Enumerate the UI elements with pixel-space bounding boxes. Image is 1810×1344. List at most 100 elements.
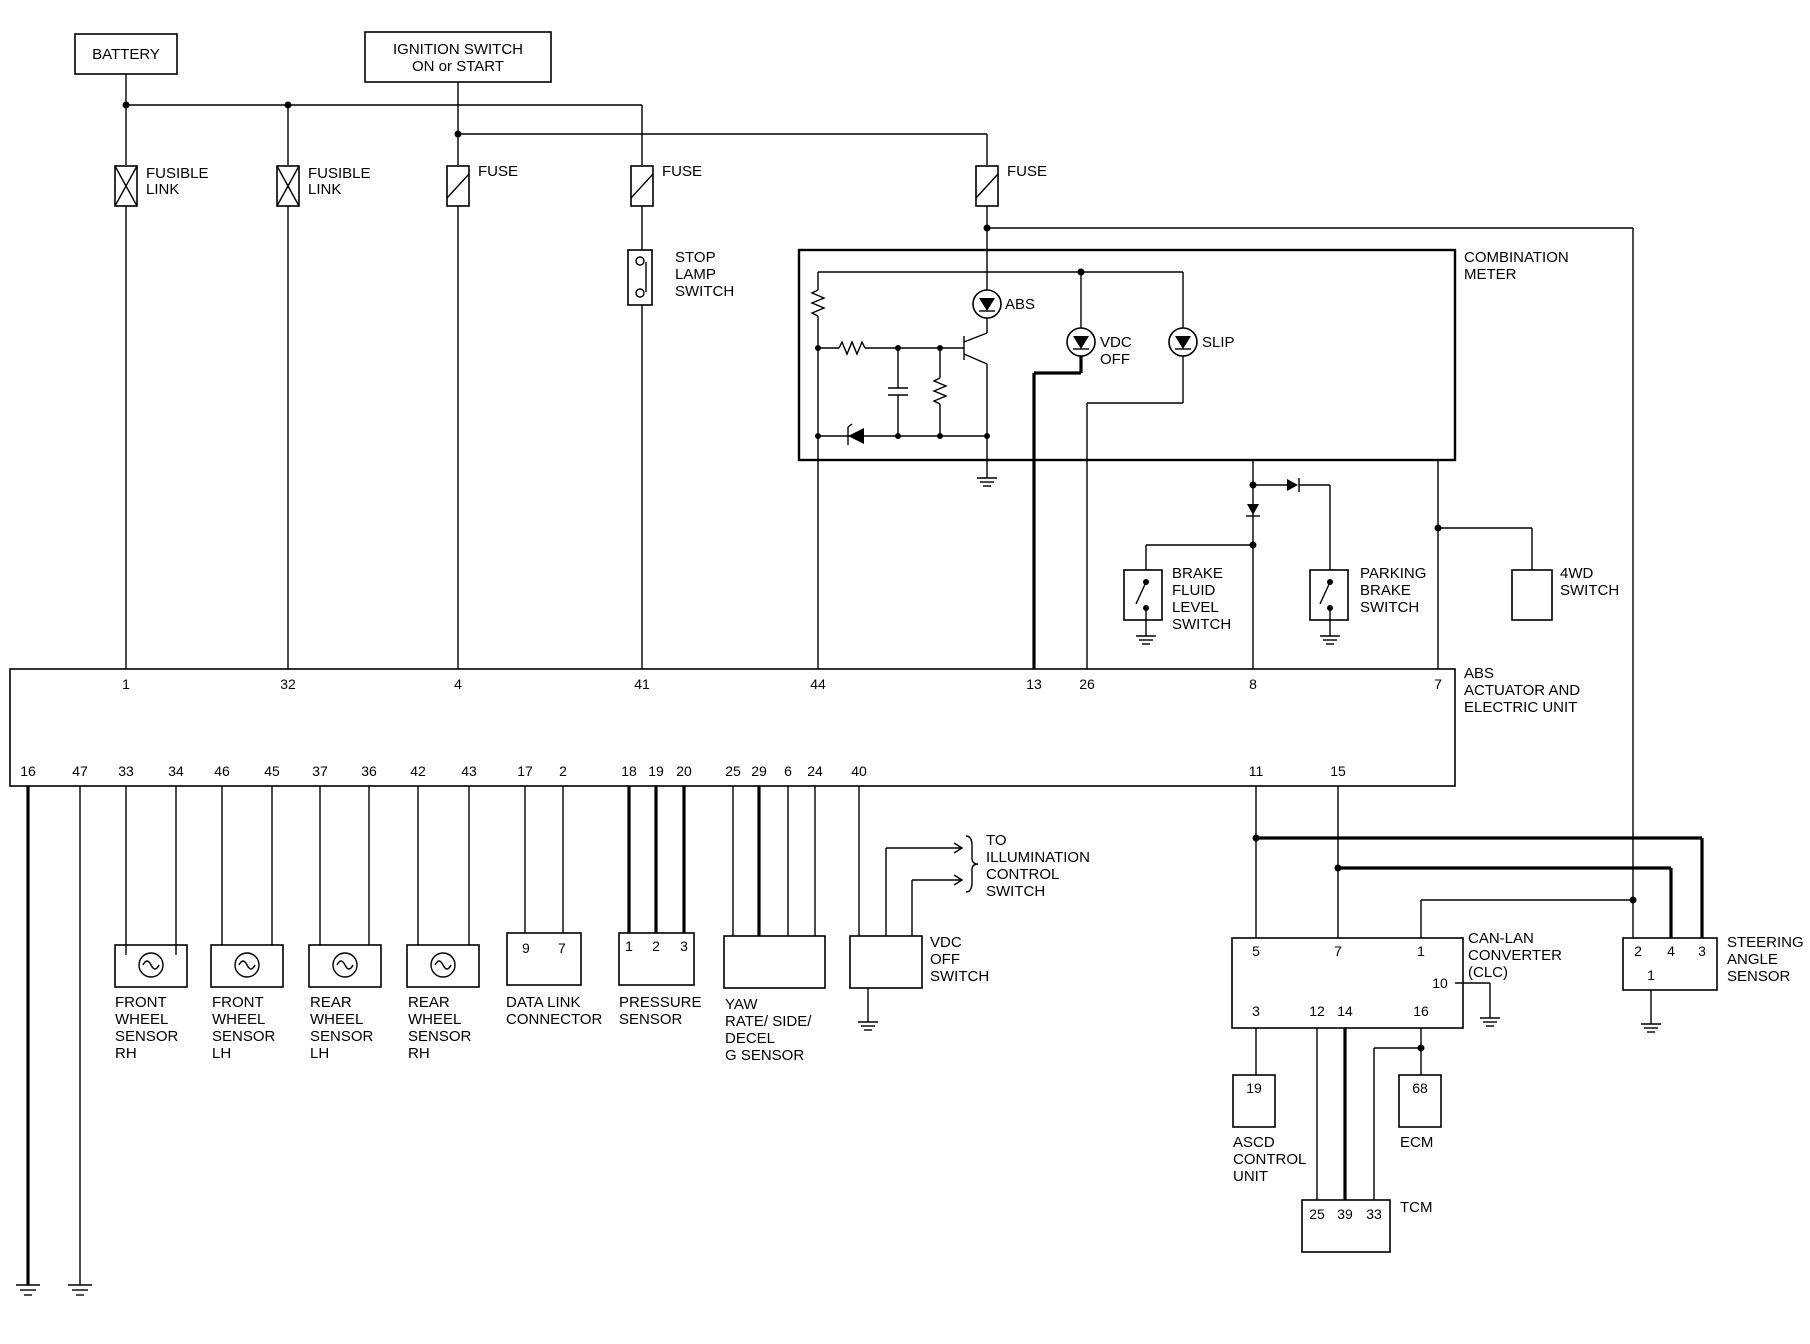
unit-top-pin-labels: 1 32 4 41 44 13 26 8 7	[122, 676, 1442, 692]
brake-fluid-label-3: LEVEL	[1172, 599, 1219, 616]
pin-45: 45	[264, 763, 280, 779]
ecm-pin-68: 68	[1412, 1080, 1428, 1096]
slip-lamp-label: SLIP	[1202, 334, 1235, 351]
ignition-switch-box	[364, 31, 552, 83]
pin-2: 2	[559, 763, 567, 779]
pin-46: 46	[214, 763, 230, 779]
sensor-flh-label-3: SENSOR	[212, 1028, 276, 1045]
vdc-off-lamp-label-2: OFF	[1100, 351, 1130, 368]
can-lan-converter-box	[1231, 937, 1464, 1029]
pin-37: 37	[312, 763, 328, 779]
battery-box	[74, 33, 178, 75]
fuse-5	[975, 165, 999, 207]
parking-brake-label-1: PARKING	[1360, 565, 1426, 582]
pin-25: 25	[725, 763, 741, 779]
yaw-label-3: DECEL	[725, 1030, 775, 1047]
dlc-pin-7: 7	[558, 940, 566, 956]
dlc-pin-9: 9	[522, 940, 530, 956]
abs-actuator-unit-box	[9, 668, 1456, 787]
vdc-off-lamp-label-1: VDC	[1100, 334, 1132, 351]
ascd-label-2: CONTROL	[1233, 1151, 1306, 1168]
wheel-sensor-rear-rh	[406, 786, 480, 988]
unit-ground-wires	[16, 786, 92, 1296]
steering-angle-sensor-box	[1622, 937, 1718, 991]
vdc-switch-label-1: VDC	[930, 934, 962, 951]
illumination-label-3: CONTROL	[986, 866, 1059, 883]
meter-internal-circuit	[810, 268, 1198, 669]
fourwd-switch-wiring	[1434, 460, 1553, 669]
sensor-rrh-label-1: REAR	[408, 994, 450, 1011]
pressure-label-1: PRESSURE	[619, 994, 702, 1011]
combination-meter-box	[797, 248, 1457, 462]
tcm-pin-25: 25	[1309, 1206, 1325, 1222]
pin-20: 20	[676, 763, 692, 779]
meter-title-2: METER	[1464, 266, 1517, 283]
abs-lamp-label: ABS	[1005, 296, 1035, 313]
sensor-frh-label-3: SENSOR	[115, 1028, 179, 1045]
pin-44: 44	[810, 676, 826, 692]
pressure-pin-2: 2	[652, 938, 660, 954]
parking-brake-label-3: SWITCH	[1360, 599, 1419, 616]
parking-brake-switch	[1309, 569, 1349, 645]
meter-title-1: COMBINATION	[1464, 249, 1569, 266]
fuse-label-1b: LINK	[146, 181, 179, 198]
ignition-label-2: ON or START	[412, 58, 504, 75]
ignition-label-1: IGNITION SWITCH	[393, 41, 523, 58]
ascd-pin-19: 19	[1246, 1080, 1262, 1096]
fusible-link-1	[114, 165, 138, 207]
pin-8: 8	[1249, 676, 1257, 692]
fuse-label-5: FUSE	[1007, 163, 1047, 180]
clc-ground	[1455, 982, 1500, 1027]
ascd-label-3: UNIT	[1233, 1168, 1268, 1185]
parking-brake-label-2: BRAKE	[1360, 582, 1411, 599]
fuse-label-4: FUSE	[662, 163, 702, 180]
pin-47: 47	[72, 763, 88, 779]
pressure-label-2: SENSOR	[619, 1011, 683, 1028]
steering-pin-3: 3	[1698, 943, 1706, 959]
clc-pin-16: 16	[1413, 1003, 1429, 1019]
clc-pin-5: 5	[1252, 943, 1260, 959]
stop-lamp-switch	[627, 249, 653, 306]
fuse-4	[630, 165, 654, 207]
yaw-label-1: YAW	[725, 996, 758, 1013]
unit-bottom-pin-labels: 16 47 33 34 46 45 37 36 42 43 17 2 18 19…	[20, 763, 1346, 779]
supply-wires	[122, 74, 988, 165]
pin-15: 15	[1330, 763, 1346, 779]
steering-pin-4: 4	[1667, 943, 1675, 959]
pin-32: 32	[280, 676, 296, 692]
wheel-sensor-front-lh	[210, 786, 284, 988]
brake-fluid-label-4: SWITCH	[1172, 616, 1231, 633]
clc-pin-14: 14	[1337, 1003, 1353, 1019]
brake-fluid-level-switch	[1123, 569, 1163, 645]
pin-41: 41	[634, 676, 650, 692]
pin-6: 6	[784, 763, 792, 779]
steering-label-3: SENSOR	[1727, 968, 1791, 985]
fuse-label-2a: FUSIBLE	[308, 165, 371, 182]
pin-16: 16	[20, 763, 36, 779]
fourwd-label-1: 4WD	[1560, 565, 1594, 582]
steering-label-2: ANGLE	[1727, 951, 1778, 968]
brake-switch-network	[1145, 460, 1331, 669]
fusible-link-2	[276, 165, 300, 207]
ecm-box	[1398, 1074, 1442, 1128]
ascd-label-1: ASCD	[1233, 1134, 1275, 1151]
pin-4: 4	[454, 676, 462, 692]
sensor-frh-label-1: FRONT	[115, 994, 167, 1011]
tcm-pin-39: 39	[1337, 1206, 1353, 1222]
dlc-label-1: DATA LINK	[506, 994, 580, 1011]
yaw-rate-side-decel-g-sensor	[723, 786, 826, 989]
pin-42: 42	[410, 763, 426, 779]
fuse-label-2b: LINK	[308, 181, 341, 198]
fuse-label-1a: FUSIBLE	[146, 165, 209, 182]
wheel-sensor-front-rh	[114, 786, 188, 988]
clc-pin-3: 3	[1252, 1003, 1260, 1019]
clc-label-1: CAN-LAN	[1468, 930, 1534, 947]
vdc-off-switch	[849, 786, 979, 1031]
unit-label-1: ABS	[1464, 665, 1494, 682]
stop-lamp-label-2: LAMP	[675, 266, 716, 283]
steering-pin-2: 2	[1634, 943, 1642, 959]
clc-pin-1: 1	[1417, 943, 1425, 959]
steering-label-1: STEERING	[1727, 934, 1804, 951]
dlc-label-2: CONNECTOR	[506, 1011, 603, 1028]
